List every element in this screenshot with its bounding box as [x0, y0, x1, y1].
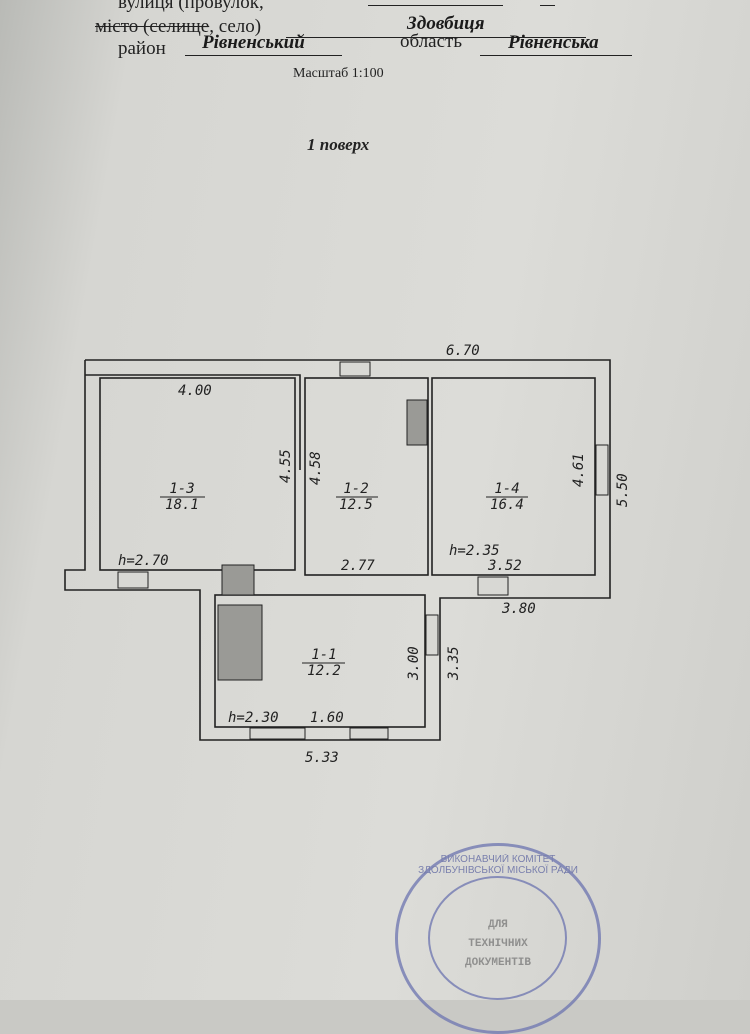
city-label-rest: , село): [209, 16, 262, 37]
window: [249, 727, 306, 740]
dim-h-left: h=2.70: [118, 553, 169, 569]
street-label: вулиця (провулок,: [118, 0, 264, 13]
room-id: 1-1: [311, 647, 336, 663]
stamp-center-text: ДЛЯ ТЕХНІЧНИХ ДОКУМЕНТІВ: [398, 916, 598, 973]
stove: [221, 564, 255, 596]
scale-label: Масштаб 1:100: [293, 66, 384, 81]
room-id: 1-3: [169, 481, 194, 497]
stove: [217, 604, 263, 681]
stamp-line: ТЕХНІЧНИХ: [468, 938, 528, 950]
room-id: 1-4: [494, 481, 519, 497]
district-label: район: [118, 38, 166, 59]
room-1-4-outline: [431, 377, 596, 576]
window: [477, 576, 509, 596]
region-label: область: [400, 31, 463, 52]
dim-top-total: 6.70: [446, 343, 480, 359]
room-1-1-outline: [214, 594, 426, 728]
room-area: 12.2: [307, 663, 341, 679]
dim-550: 5.50: [615, 473, 631, 507]
stove: [406, 399, 428, 446]
room-labels: 1-3 18.1 1-2 12.5 1-4 16.4 1-1 12.2: [160, 481, 528, 679]
dim-room13-width: 4.00: [178, 383, 212, 399]
dim-bottom-total: 5.33: [305, 750, 339, 766]
window: [349, 727, 389, 740]
district-underline: [185, 55, 342, 56]
dim-352: 3.52: [487, 558, 522, 574]
stoves: [217, 399, 428, 681]
floor-plan: 6.70 4.00 4.55 4.58 4.61 5.50 h=2.70 2.7…: [64, 343, 631, 766]
walls: [64, 359, 611, 741]
room-area: 12.5: [339, 497, 373, 513]
region-value: Рівненська: [508, 32, 599, 53]
floor-title: 1 поверх: [307, 135, 370, 154]
dim-335: 3.35: [446, 646, 462, 681]
stamp-line: ДОКУМЕНТІВ: [464, 957, 531, 969]
room-1-2-outline: [304, 377, 429, 576]
city-value: Здовбиця: [407, 13, 485, 34]
city-label-struck: місто (селище: [95, 16, 210, 37]
dim-380: 3.80: [501, 601, 536, 617]
dim-160: 1.60: [310, 710, 344, 726]
dim-300: 3.00: [406, 646, 422, 681]
stamp-ring-text: ВИКОНАВЧИЙ КОМІТЕТ ЗДОЛБУНІВСЬКОЇ МІСЬКО…: [418, 854, 578, 874]
stamp-inner-ring: [428, 876, 567, 1000]
dim-h-bottom: h=2.30: [228, 710, 279, 726]
dim-461: 4.61: [571, 453, 587, 487]
dim-458: 4.58: [308, 451, 324, 485]
dim-455: 4.55: [278, 449, 294, 483]
windows: [117, 361, 609, 740]
dim-277: 2.77: [341, 558, 375, 574]
house-underline: [540, 5, 555, 6]
room-1-3-outline: [99, 377, 296, 571]
city-label: місто (селище, село): [95, 16, 261, 38]
room-id: 1-2: [343, 481, 368, 497]
room-area: 18.1: [165, 497, 199, 513]
window: [339, 361, 371, 377]
window: [117, 571, 149, 589]
window: [425, 614, 439, 656]
dim-h-right: h=2.35: [449, 543, 500, 559]
room-area: 16.4: [490, 497, 524, 513]
city-underline: [286, 37, 586, 38]
district-value: Рівненський: [202, 32, 305, 53]
stamp-line: ДЛЯ: [488, 919, 508, 931]
region-underline: [480, 55, 632, 56]
official-stamp: ВИКОНАВЧИЙ КОМІТЕТ ЗДОЛБУНІВСЬКОЇ МІСЬКО…: [395, 843, 601, 1034]
window: [595, 444, 609, 496]
street-underline: [368, 5, 503, 6]
